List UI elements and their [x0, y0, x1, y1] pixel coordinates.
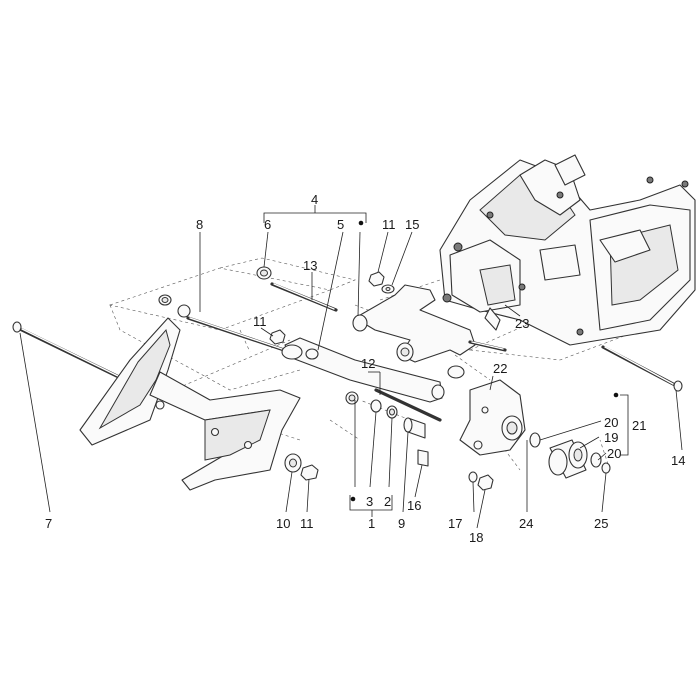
bushings-center: [370, 399, 429, 467]
callout-11-top: 11: [382, 217, 396, 232]
washer-nut-17-18: [468, 471, 494, 491]
stand-shaft: [186, 316, 292, 354]
callout-14: 14: [671, 453, 685, 468]
callout-24: 24: [519, 516, 533, 531]
callout-16: 16: [407, 498, 421, 513]
callout-20-bottom: 20: [607, 446, 621, 461]
callout-3: 3: [366, 494, 373, 509]
swing-arm-link: [281, 337, 445, 405]
engine-unit: [439, 154, 696, 346]
bullet-1: [350, 496, 356, 502]
callout-15: 15: [405, 217, 419, 232]
nut-11-mid: [269, 329, 286, 345]
bullet-4: [358, 220, 364, 226]
callout-1: 1: [368, 516, 375, 531]
callout-10: 10: [276, 516, 290, 531]
callout-18: 18: [469, 530, 483, 545]
callout-7: 7: [45, 516, 52, 531]
bullet-markers: [350, 220, 619, 502]
callout-labels: 4 8 6 5 11 15 13 11 23 12 22 20 21 19 20…: [45, 192, 685, 545]
callout-22: 22: [493, 361, 507, 376]
callout-8: 8: [196, 217, 203, 232]
washer-nut-lower: [284, 453, 319, 481]
long-bolt-left: [12, 321, 127, 382]
washers-top: [368, 271, 395, 294]
engine-bracket: [459, 379, 526, 456]
callout-23: 23: [515, 316, 529, 331]
callout-25: 25: [594, 516, 608, 531]
bullet-21: [613, 392, 619, 398]
callout-4: 4: [311, 192, 318, 207]
callout-11-mid: 11: [253, 314, 267, 329]
upper-swing-arm: [352, 284, 507, 363]
callout-20-top: 20: [604, 415, 618, 430]
pivot-pin: [270, 282, 338, 312]
centre-stand: [79, 317, 301, 491]
callout-11-bottom: 11: [300, 516, 314, 531]
callout-12: 12: [361, 356, 375, 371]
callout-21: 21: [632, 418, 646, 433]
long-bolt-right: [601, 345, 683, 392]
bolt-12: [374, 388, 442, 422]
callout-6: 6: [264, 217, 271, 232]
callout-5: 5: [337, 217, 344, 232]
callout-13: 13: [303, 258, 317, 273]
bushings-left: [158, 266, 272, 318]
callout-19: 19: [604, 430, 618, 445]
callout-9: 9: [398, 516, 405, 531]
leader-lines: [19, 205, 683, 529]
callout-17: 17: [448, 516, 462, 531]
callout-2: 2: [384, 494, 391, 509]
